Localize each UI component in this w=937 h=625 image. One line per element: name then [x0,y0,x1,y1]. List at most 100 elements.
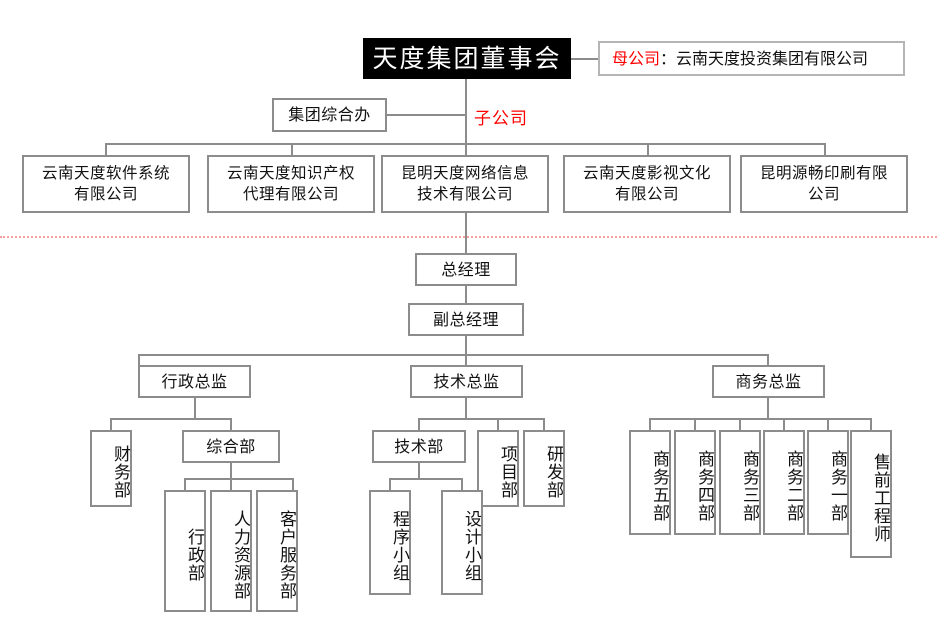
tech-branch-bus [418,418,545,420]
board-of-directors-node[interactable]: 天度集团董事会 [363,38,571,79]
subsidiary-box[interactable]: 昆明源畅印刷有限 公司 [740,155,908,213]
connector-group-office-to-spine [387,114,466,116]
tech-dept-stem [418,463,420,478]
business-dept-node[interactable]: 商务三部 [719,430,761,535]
project-dept-node[interactable]: 项目部 [477,430,519,507]
tech-dept-drop-1 [389,478,391,490]
tech-drop-project [497,418,499,430]
subsidiary-label: 云南天度知识产权 代理有限公司 [226,164,355,203]
connector-dgm-to-director-bus [465,336,467,354]
presales-engineer-label: 售前工程师 [870,452,890,543]
director-label: 技术总监 [433,371,500,391]
admin-drop-finance [110,418,112,430]
group-office-label: 集团综合办 [288,105,371,124]
director-label: 商务总监 [735,371,802,391]
finance-dept-label: 财务部 [110,445,130,499]
spine-to-general-manager [465,213,467,253]
presales-engineer-node[interactable]: 售前工程师 [850,430,892,558]
general-affairs-drop-2 [230,478,232,490]
business-drop-2 [694,418,696,430]
business-dept-node[interactable]: 商务五部 [629,430,671,535]
admin-dept-label: 行政部 [184,527,204,582]
hr-dept-label: 人力资源部 [230,509,250,600]
admin-dept-node[interactable]: 行政部 [164,490,206,612]
director-bus [139,354,769,356]
subsidiary-annotation: 子公司 [474,109,528,129]
parent-company-name: 云南天度投资集团有限公司 [676,48,869,68]
spine-board-down [465,79,467,143]
general-manager-label: 总经理 [441,259,491,279]
director-node-tech[interactable]: 技术总监 [410,365,523,398]
business-dept-label: 商务四部 [694,450,714,522]
tech-dept-label: 技术部 [394,436,444,456]
business-dept-node[interactable]: 商务一部 [807,430,849,535]
business-dept-label: 商务三部 [739,450,759,522]
director-label: 行政总监 [161,371,228,391]
subsidiary-label: 昆明源畅印刷有限 公司 [759,164,888,203]
hr-dept-node[interactable]: 人力资源部 [210,490,252,612]
design-team-label: 设计小组 [461,510,481,582]
subsidiary-drop-1 [105,143,107,156]
business-dept-node[interactable]: 商务四部 [674,430,716,535]
connector-board-to-parent [571,58,600,60]
section-divider [0,236,937,238]
tech-drop-tech-dept [418,418,420,430]
general-affairs-drop-1 [184,478,186,490]
business-drop-4 [783,418,785,430]
subsidiary-label: 昆明天度网络信息 技术有限公司 [400,164,529,203]
business-dept-label: 商务二部 [783,450,803,522]
board-of-directors-label: 天度集团董事会 [372,43,562,73]
business-drop-3 [739,418,741,430]
business-dept-label: 商务五部 [649,450,669,522]
business-drop-6 [870,418,872,430]
business-dept-node[interactable]: 商务二部 [763,430,805,535]
parent-company-label: 母公司 [612,48,661,68]
director-node-business[interactable]: 商务总监 [712,365,825,398]
subsidiary-label: 云南天度影视文化 有限公司 [582,164,711,203]
subsidiary-drop-3 [465,143,467,156]
program-team-label: 程序小组 [389,510,409,582]
business-director-stem [767,398,769,418]
deputy-general-manager-node[interactable]: 副总经理 [408,303,524,336]
rnd-dept-node[interactable]: 研发部 [523,430,565,507]
customer-service-dept-label: 客户服务部 [276,509,296,600]
general-affairs-node[interactable]: 综合部 [182,430,280,463]
design-team-node[interactable]: 设计小组 [441,490,483,595]
business-branch-bus [649,418,872,420]
director-node-admin[interactable]: 行政总监 [138,365,251,398]
admin-branch-bus [110,418,232,420]
general-affairs-stem [230,463,232,478]
subsidiary-box[interactable]: 云南天度软件系统 有限公司 [22,155,190,213]
subsidiary-box[interactable]: 昆明天度网络信息 技术有限公司 [381,155,549,213]
business-drop-1 [649,418,651,430]
tech-dept-bus [389,478,463,480]
director-drop-tech [465,354,467,365]
finance-dept-node[interactable]: 财务部 [90,430,132,507]
group-office-node[interactable]: 集团综合办 [272,98,387,132]
tech-director-stem [465,398,467,418]
tech-dept-drop-2 [461,478,463,490]
subsidiary-drop-4 [647,143,649,156]
subsidiary-drop-5 [824,143,826,156]
director-drop-business [767,354,769,365]
subsidiary-label: 云南天度软件系统 有限公司 [41,164,170,203]
general-affairs-drop-3 [292,478,294,490]
business-dept-label: 商务一部 [827,450,847,522]
admin-drop-general-affairs [230,418,232,430]
project-dept-label: 项目部 [497,445,517,499]
tech-dept-node[interactable]: 技术部 [372,430,466,463]
program-team-node[interactable]: 程序小组 [369,490,411,595]
deputy-general-manager-label: 副总经理 [432,309,499,329]
general-affairs-bus [184,478,294,480]
connector-gm-to-dgm [465,286,467,303]
customer-service-dept-node[interactable]: 客户服务部 [256,490,298,612]
business-drop-5 [827,418,829,430]
general-manager-node[interactable]: 总经理 [415,253,517,286]
director-drop-admin [138,354,140,365]
subsidiary-box[interactable]: 云南天度知识产权 代理有限公司 [207,155,375,213]
parent-company-info-box: 母公司：云南天度投资集团有限公司 [598,41,905,76]
rnd-dept-label: 研发部 [543,445,563,499]
parent-company-separator: ： [660,48,677,68]
subsidiary-box[interactable]: 云南天度影视文化 有限公司 [563,155,731,213]
